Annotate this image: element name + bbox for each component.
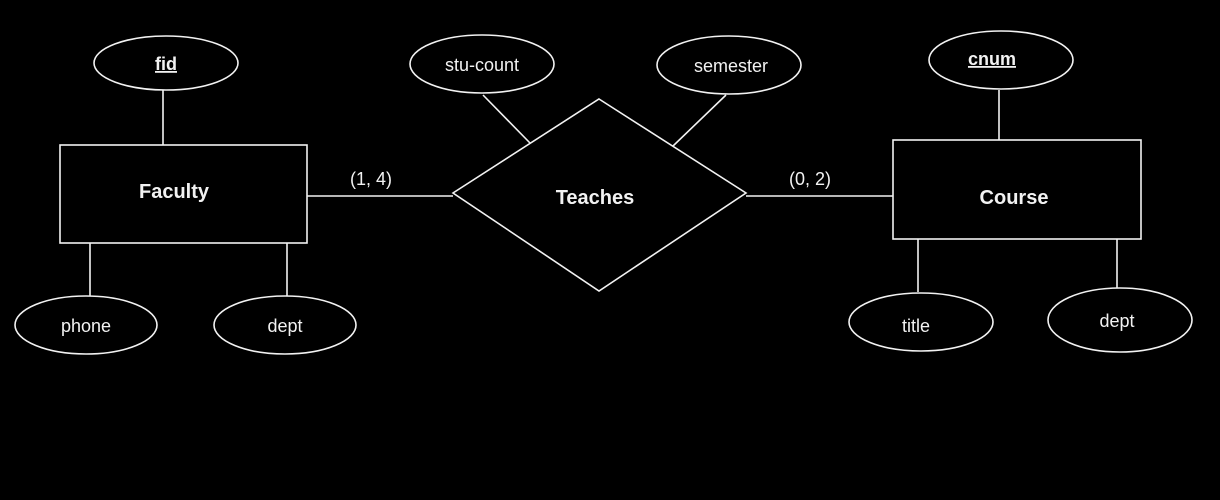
attribute-course-dept-label: dept bbox=[1099, 311, 1134, 331]
relationship-teaches-diamond bbox=[451, 98, 748, 292]
attribute-faculty-dept: dept bbox=[213, 295, 357, 355]
attribute-fid-label: fid bbox=[155, 54, 177, 74]
attribute-phone-label: phone bbox=[61, 316, 111, 336]
entity-faculty-label: Faculty bbox=[139, 181, 210, 203]
attribute-title-ellipse bbox=[848, 292, 994, 352]
attribute-stu-count-label: stu-count bbox=[445, 55, 519, 75]
attribute-semester-label: semester bbox=[694, 56, 768, 76]
relationship-teaches: Teaches bbox=[451, 98, 748, 292]
attribute-stu-count-ellipse bbox=[409, 34, 555, 94]
attribute-title-label: title bbox=[902, 316, 930, 336]
attribute-faculty-phone: phone bbox=[14, 295, 158, 355]
relationship-teaches-label: Teaches bbox=[556, 187, 635, 209]
attribute-faculty-dept-label: dept bbox=[267, 316, 302, 336]
attribute-phone-ellipse bbox=[14, 295, 158, 355]
entity-course-box bbox=[892, 139, 1142, 240]
connector-lines bbox=[89, 86, 1118, 296]
attribute-fid: fid bbox=[93, 35, 239, 91]
attribute-faculty-dept-ellipse bbox=[213, 295, 357, 355]
line-stucount-teaches bbox=[482, 94, 531, 144]
cardinality-faculty: (1, 4) bbox=[350, 169, 392, 189]
attribute-course-title: title bbox=[848, 292, 994, 352]
attribute-fid-ellipse bbox=[93, 35, 239, 91]
attribute-cnum-label: cnum bbox=[968, 49, 1016, 69]
attribute-cnum: cnum bbox=[928, 30, 1074, 90]
entity-faculty: Faculty bbox=[59, 144, 308, 244]
attribute-course-dept: dept bbox=[1047, 287, 1193, 353]
line-semester-teaches bbox=[672, 94, 727, 147]
attribute-stu-count: stu-count bbox=[409, 34, 555, 94]
attribute-semester-ellipse bbox=[656, 35, 802, 95]
cardinality-course: (0, 2) bbox=[789, 169, 831, 189]
attribute-course-dept-ellipse bbox=[1047, 287, 1193, 353]
entity-course: Course bbox=[892, 139, 1142, 240]
attribute-semester: semester bbox=[656, 35, 802, 95]
entity-course-label: Course bbox=[980, 187, 1049, 209]
entity-faculty-box bbox=[59, 144, 308, 244]
attribute-cnum-ellipse bbox=[928, 30, 1074, 90]
